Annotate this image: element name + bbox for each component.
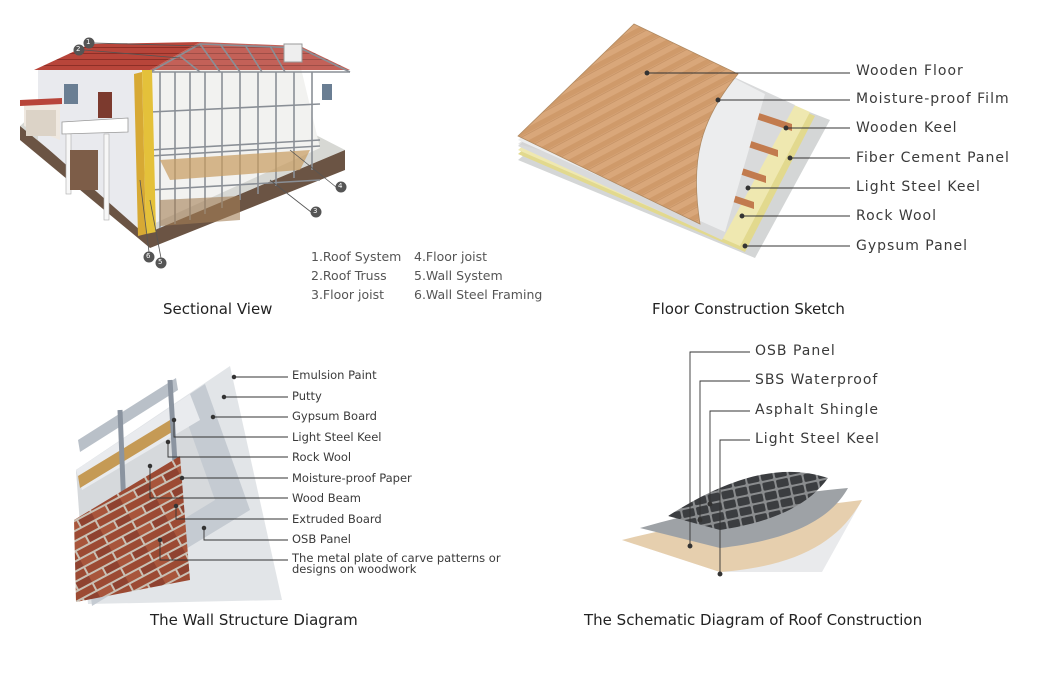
- floor-label-gypsum-panel: Gypsum Panel: [856, 238, 969, 254]
- floor-layers-illustration: [517, 23, 830, 258]
- marker-5: 5: [158, 258, 163, 266]
- wall-label-wood-beam: Wood Beam: [292, 491, 361, 505]
- wall-label-rock-wool: Rock Wool: [292, 450, 352, 464]
- marker-6: 6: [146, 252, 151, 260]
- roof-caption: The Schematic Diagram of Roof Constructi…: [584, 611, 923, 629]
- wall-label-putty: Putty: [292, 389, 322, 403]
- floor-label-wooden-floor: Wooden Floor: [856, 63, 964, 79]
- marker-4: 4: [338, 182, 343, 190]
- wall-label-osb-panel: OSB Panel: [292, 532, 351, 546]
- legend-item-4: 4.Floor joist: [414, 249, 488, 264]
- wall-layers-illustration: [74, 366, 282, 606]
- legend-item-2: 2.Roof Truss: [311, 268, 387, 283]
- wall-label-emulsion-paint: Emulsion Paint: [292, 368, 377, 382]
- floor-label-wooden-keel: Wooden Keel: [856, 120, 958, 136]
- wall-caption: The Wall Structure Diagram: [150, 611, 358, 629]
- roof-layers-illustration: [622, 471, 862, 572]
- legend-item-3: 3.Floor joist: [311, 287, 385, 302]
- roof-label-sbs-waterproof: SBS Waterproof: [755, 372, 879, 388]
- house-illustration: [20, 37, 351, 269]
- sectional-view-caption: Sectional View: [163, 300, 273, 318]
- floor-label-fiber-cement: Fiber Cement Panel: [856, 150, 1010, 166]
- wall-label-light-steel-keel: Light Steel Keel: [292, 430, 382, 444]
- roof-label-osb-panel: OSB Panel: [755, 343, 836, 359]
- marker-3: 3: [313, 207, 318, 215]
- legend-item-6: 6.Wall Steel Framing: [414, 287, 543, 302]
- wall-label-gypsum-board: Gypsum Board: [292, 409, 377, 423]
- floor-label-moisture-film: Moisture-proof Film: [856, 91, 1010, 107]
- marker-1: 1: [86, 38, 91, 46]
- legend-item-5: 5.Wall System: [414, 268, 503, 283]
- legend-item-1: 1.Roof System: [311, 249, 402, 264]
- roof-label-asphalt-shingle: Asphalt Shingle: [755, 402, 879, 418]
- roof-label-light-steel-keel: Light Steel Keel: [755, 431, 880, 447]
- floor-caption: Floor Construction Sketch: [652, 300, 845, 318]
- floor-label-light-steel-keel: Light Steel Keel: [856, 179, 981, 195]
- marker-2: 2: [76, 45, 81, 53]
- floor-label-rock-wool: Rock Wool: [856, 208, 937, 224]
- wall-label-metal-plate: The metal plate of carve patterns or des…: [292, 551, 501, 576]
- wall-label-extruded-board: Extruded Board: [292, 512, 382, 526]
- wall-label-moisture-paper: Moisture-proof Paper: [292, 471, 412, 485]
